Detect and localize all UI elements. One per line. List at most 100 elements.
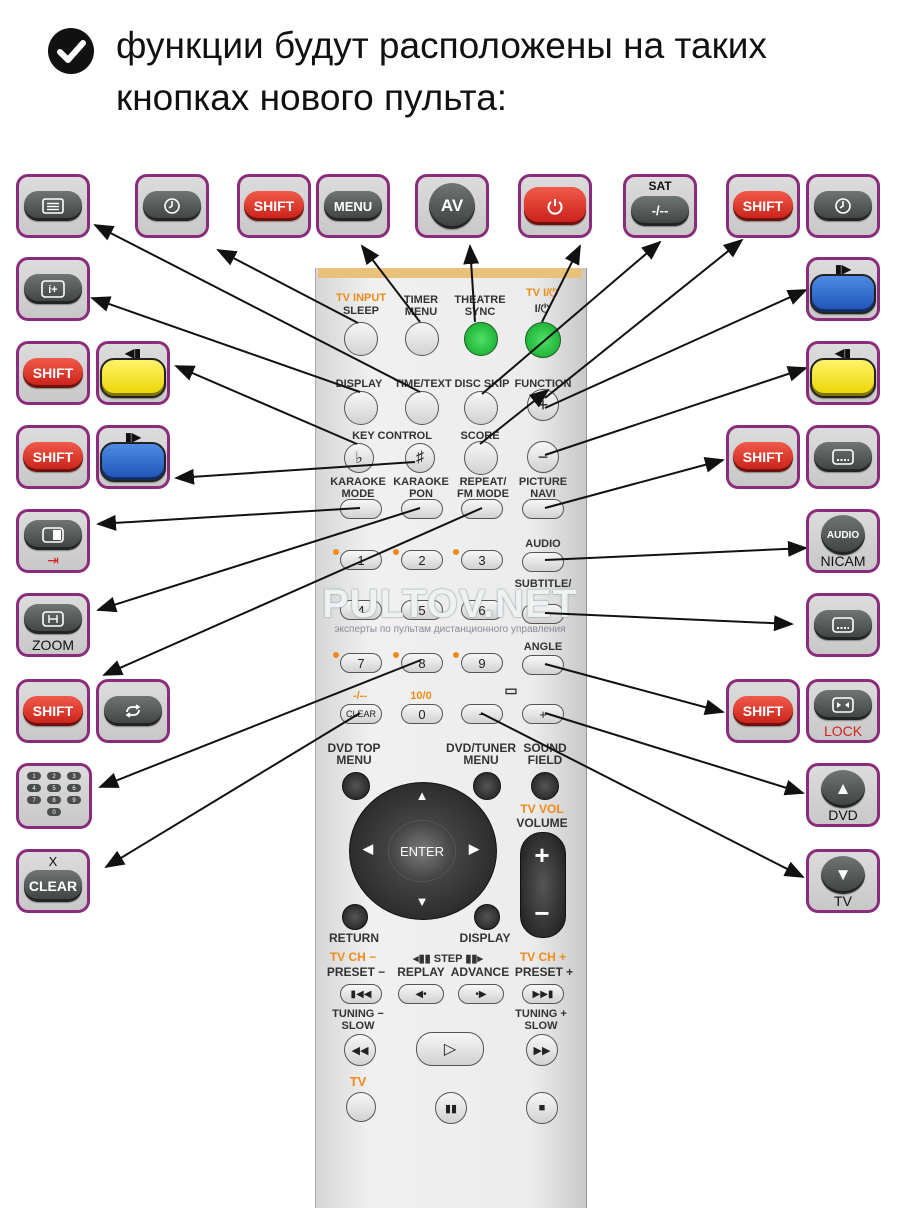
time-text-button[interactable] [405, 391, 439, 425]
function-plus-button[interactable]: + [527, 389, 559, 421]
info-plus-icon: i+ [24, 274, 82, 304]
karaoke-mode-button[interactable] [340, 499, 382, 519]
folder-minus-button[interactable]: − [461, 704, 503, 724]
score-button[interactable] [464, 441, 498, 475]
key-blue-2[interactable]: ▮▶ [806, 257, 880, 321]
key-audio[interactable]: AUDIO NICAM [806, 509, 880, 573]
key-subtitle-1[interactable] [806, 425, 880, 489]
stop-button[interactable]: ■ [526, 1092, 558, 1124]
num-7-button[interactable]: 7 [340, 653, 382, 673]
pause-button[interactable]: ▮▮ [435, 1092, 467, 1124]
key-repeat[interactable] [96, 679, 170, 743]
key-subtitle-2[interactable] [806, 593, 880, 657]
tv-button[interactable] [346, 1092, 376, 1122]
key-lock[interactable]: LOCK [806, 679, 880, 743]
shift-label: SHIFT [733, 191, 793, 221]
repeat-fm-button[interactable] [461, 499, 503, 519]
key-shift-4[interactable]: SHIFT [16, 425, 90, 489]
shift-label: SHIFT [23, 696, 83, 726]
key-power[interactable] [518, 174, 592, 238]
audio-label: AUDIO [821, 515, 865, 556]
lock-label: LOCK [823, 723, 863, 739]
folder-plus-button[interactable]: + [522, 704, 564, 724]
key-clear[interactable]: X CLEAR [16, 849, 90, 913]
num-9-button[interactable]: 9 [461, 653, 503, 673]
label-tv: TV [349, 1074, 367, 1089]
key-sat[interactable]: SAT -/-- [623, 174, 697, 238]
function-minus-button[interactable]: − [527, 441, 559, 473]
clear-label: CLEAR [24, 869, 82, 902]
dpad-down-icon: ▼ [415, 894, 429, 909]
key-input[interactable]: ⇥ [16, 509, 90, 573]
timer-menu-button[interactable] [405, 322, 439, 356]
sound-field-button[interactable] [531, 772, 559, 800]
key-teletext[interactable] [16, 174, 90, 238]
play-button[interactable]: ▷ [416, 1032, 484, 1066]
dpad-up-icon: ▲ [415, 788, 429, 803]
dpad-left-icon: ◀ [363, 841, 373, 856]
disc-skip-button[interactable] [464, 391, 498, 425]
power-button[interactable] [525, 322, 561, 358]
enter-button[interactable]: ENTER [388, 820, 456, 882]
label-io: I/⏻ [534, 303, 550, 315]
key-shift-2[interactable]: SHIFT [726, 174, 800, 238]
fast-forward-button[interactable]: ▶▶ [526, 1034, 558, 1066]
angle-button[interactable] [522, 655, 564, 675]
num-0-button[interactable]: 0 [401, 704, 443, 724]
teletext-icon [24, 191, 82, 221]
key-shift-5[interactable]: SHIFT [16, 679, 90, 743]
key-timer-2[interactable] [806, 174, 880, 238]
label-tv-ch-plus: TV CH + [519, 950, 567, 964]
key-yellow-1[interactable]: ◀▮ [96, 341, 170, 405]
power-icon [524, 187, 586, 225]
key-av[interactable]: AV [415, 174, 489, 238]
picture-navi-button[interactable] [522, 499, 564, 519]
down-triangle-icon: ▼ [821, 856, 865, 895]
return-button[interactable] [342, 904, 368, 930]
key-tv-down[interactable]: ▼ TV [806, 849, 880, 913]
key-blue-1[interactable]: ▮▶ [96, 425, 170, 489]
dvd-tuner-menu-button[interactable] [473, 772, 501, 800]
svg-text:5: 5 [52, 786, 56, 792]
theatre-sync-button[interactable] [464, 322, 498, 356]
key-shift-3[interactable]: SHIFT [16, 341, 90, 405]
svg-text:7: 7 [32, 798, 36, 804]
num-8-button[interactable]: 8 [401, 653, 443, 673]
label-tuning-plus: TUNING + SLOW [515, 1008, 567, 1032]
yellow-button [810, 357, 876, 398]
display2-button[interactable] [474, 904, 500, 930]
key-info[interactable]: i+ [16, 257, 90, 321]
key-yellow-2[interactable]: ◀▮ [806, 341, 880, 405]
num-2-button[interactable]: 2 [401, 550, 443, 570]
key-dvd-up[interactable]: ▲ DVD [806, 763, 880, 827]
key-timer[interactable] [135, 174, 209, 238]
dvd-top-menu-button[interactable] [342, 772, 370, 800]
key-sharp-button[interactable]: ♯ [405, 443, 435, 473]
display-button[interactable] [344, 391, 378, 425]
num-3-button[interactable]: 3 [461, 550, 503, 570]
label-subtitle: SUBTITLE/ [514, 578, 572, 590]
key-menu[interactable]: MENU [316, 174, 390, 238]
zoom-icon [24, 604, 82, 635]
key-shift-7[interactable]: SHIFT [726, 679, 800, 743]
sat-dash-label: -/-- [631, 195, 689, 226]
audio-button[interactable] [522, 552, 564, 572]
step-forward-icon: ▮▶ [125, 430, 141, 444]
advance-button[interactable]: •▶ [458, 984, 504, 1004]
shift-label: SHIFT [23, 358, 83, 388]
key-flat-button[interactable]: ♭ [344, 443, 374, 473]
label-tv-io: TV I/⏻ [526, 287, 558, 299]
karaoke-pon-button[interactable] [401, 499, 443, 519]
key-shift-1[interactable]: SHIFT [237, 174, 311, 238]
preset-plus-button[interactable]: ▶▶▮ [522, 984, 564, 1004]
key-shift-6[interactable]: SHIFT [726, 425, 800, 489]
preset-minus-button[interactable]: ▮◀◀ [340, 984, 382, 1004]
sleep-button[interactable] [344, 322, 378, 356]
rewind-button[interactable]: ◀◀ [344, 1034, 376, 1066]
replay-button[interactable]: ◀• [398, 984, 444, 1004]
num-1-button[interactable]: 1 [340, 550, 382, 570]
clear-button[interactable]: CLEAR [340, 704, 382, 724]
key-zoom[interactable]: ZOOM [16, 593, 90, 657]
label-audio: AUDIO [525, 538, 561, 550]
